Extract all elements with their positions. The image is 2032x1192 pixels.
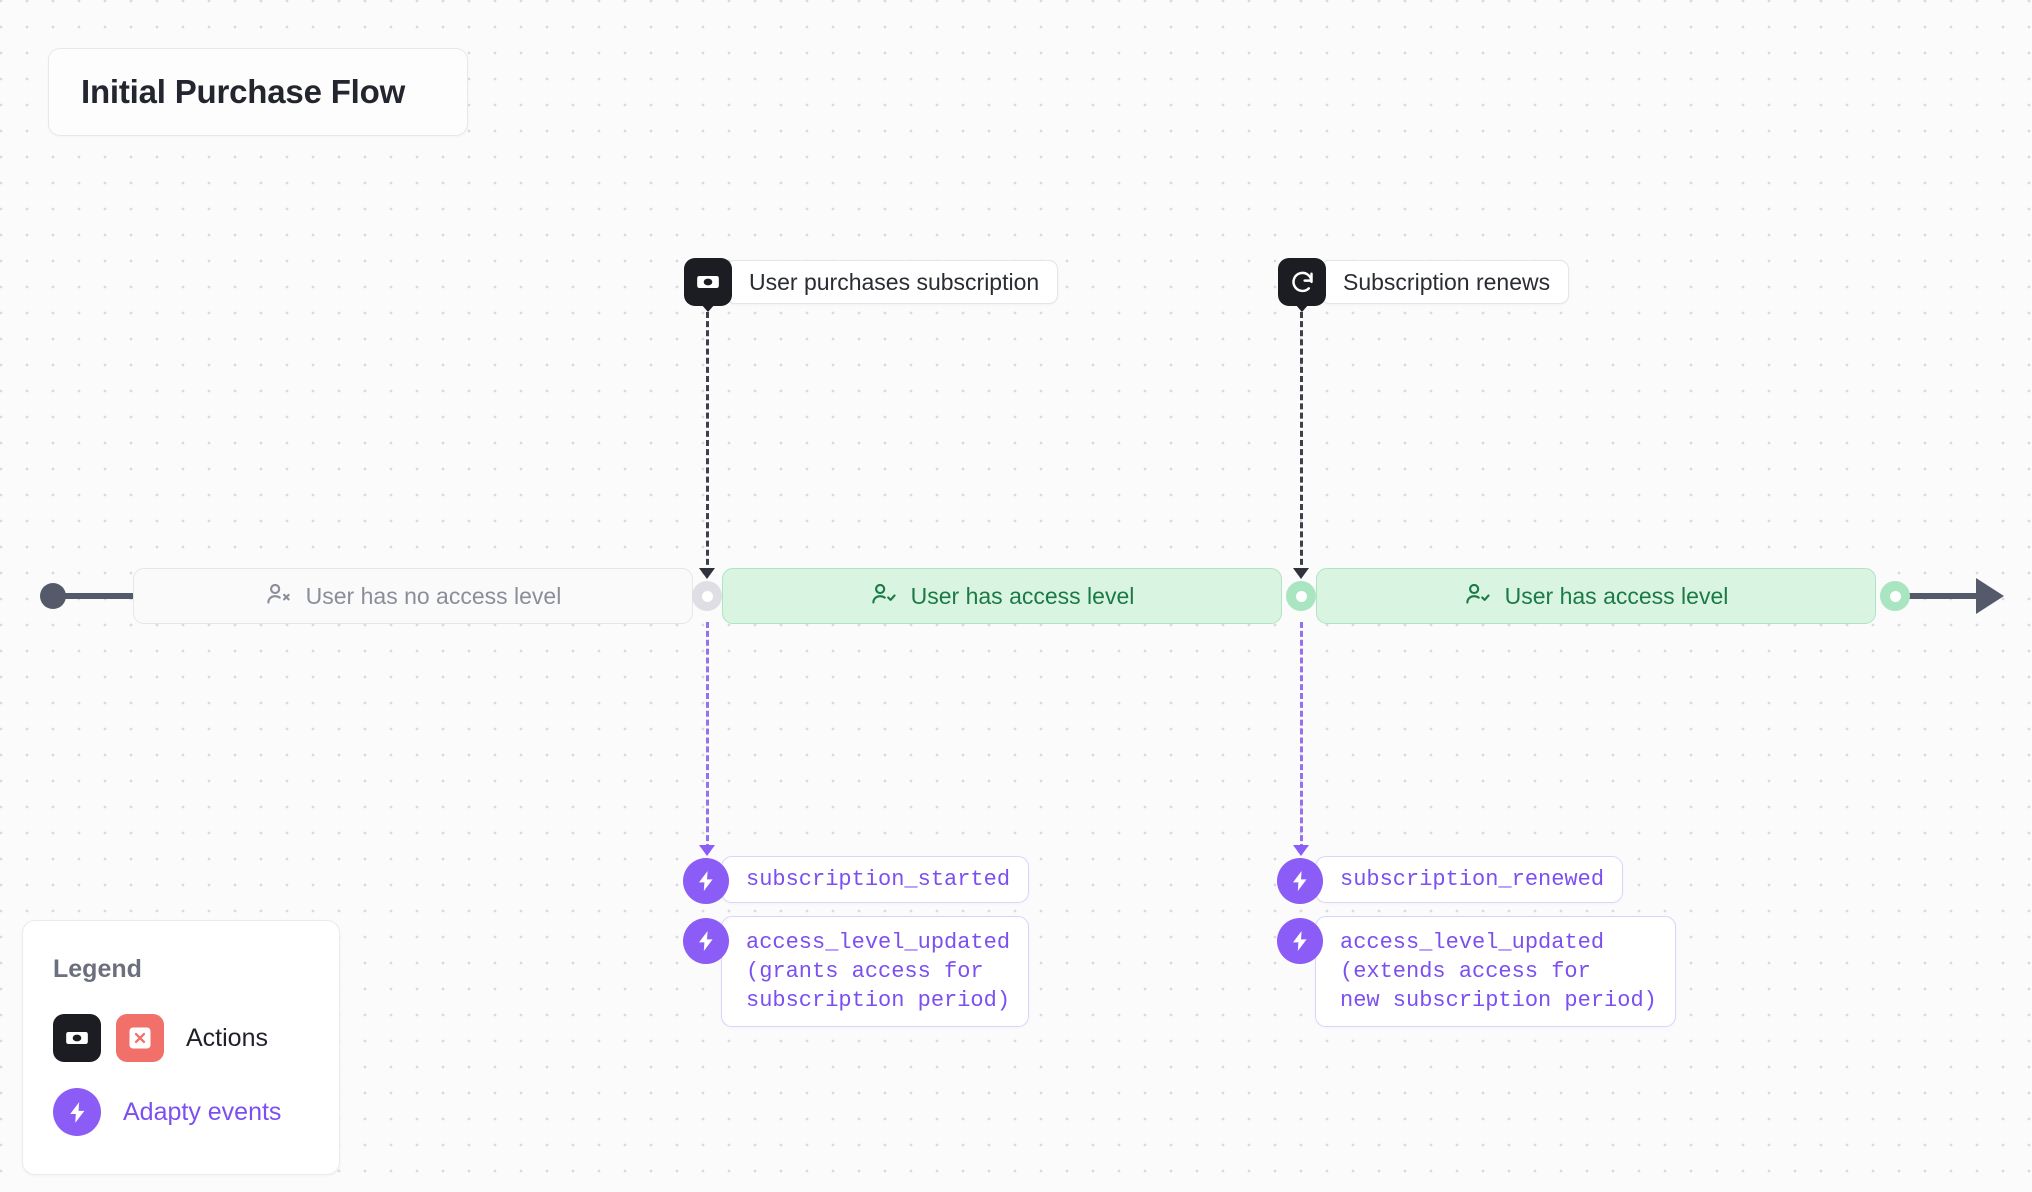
banknote-icon [53, 1014, 101, 1062]
timeline-start-line [60, 593, 140, 599]
event-label-subscription-started: subscription_started [721, 856, 1030, 904]
timeline-label-no-access: User has no access level [305, 582, 562, 609]
lightning-bolt-icon [683, 858, 729, 904]
timeline-end-arrow [1976, 578, 2004, 614]
action-label-purchase: User purchases subscription [726, 260, 1059, 304]
connector-arrow-purchase [699, 568, 715, 579]
event-label-access-level-updated-extends: access_level_updated (extends access for… [1315, 916, 1676, 1028]
action-node-renew[interactable]: Subscription renews [1278, 258, 1570, 306]
connector-purchase-to-timeline [706, 312, 709, 574]
lightning-bolt-icon [1277, 858, 1323, 904]
legend-panel: Legend Actions Adapty events [22, 920, 340, 1175]
legend-row-actions: Actions [53, 1014, 309, 1062]
timeline-segment-access-1[interactable]: User has access level [722, 568, 1282, 624]
event-label-subscription-renewed: subscription_renewed [1315, 856, 1624, 904]
event-access-level-updated-grants[interactable]: access_level_updated (grants access for … [683, 916, 1030, 1028]
legend-title: Legend [53, 955, 142, 983]
event-access-level-updated-extends[interactable]: access_level_updated (extends access for… [1277, 916, 1676, 1028]
action-label-renew: Subscription renews [1320, 260, 1570, 304]
legend-label-adapty-events: Adapty events [123, 1097, 282, 1126]
lightning-bolt-icon [1277, 918, 1323, 964]
event-label-access-level-updated-grants: access_level_updated (grants access for … [721, 916, 1030, 1028]
banknote-icon [684, 258, 732, 306]
page-title: Initial Purchase Flow [81, 73, 406, 110]
timeline-label-access-2: User has access level [1504, 582, 1729, 609]
user-check-icon [870, 580, 897, 613]
connector-renew-to-timeline [1300, 312, 1303, 574]
flow-title-card[interactable]: Initial Purchase Flow [48, 48, 468, 136]
connector-timeline-to-events-purchase [706, 622, 709, 850]
user-x-icon [265, 580, 292, 613]
x-square-icon [116, 1014, 164, 1062]
connector-arrow-renew [1293, 568, 1309, 579]
legend-row-adapty-events: Adapty events [53, 1088, 309, 1136]
refresh-icon [1278, 258, 1326, 306]
connector-arrow-events-renew [1293, 845, 1309, 856]
lightning-bolt-icon [683, 918, 729, 964]
user-check-icon [1464, 580, 1491, 613]
timeline-segment-access-2[interactable]: User has access level [1316, 568, 1876, 624]
action-node-purchase[interactable]: User purchases subscription [684, 258, 1059, 306]
timeline-segment-no-access[interactable]: User has no access level [133, 568, 693, 624]
connector-timeline-to-events-renew [1300, 622, 1303, 850]
timeline-label-access-1: User has access level [910, 582, 1135, 609]
lightning-bolt-icon [53, 1088, 101, 1136]
timeline-end-line [1904, 593, 1988, 599]
event-subscription-started[interactable]: subscription_started [683, 856, 1030, 904]
timeline-connector-ring-2[interactable] [1286, 581, 1316, 611]
legend-label-actions: Actions [186, 1023, 268, 1052]
event-subscription-renewed[interactable]: subscription_renewed [1277, 856, 1624, 904]
timeline-connector-ring-1[interactable] [692, 581, 722, 611]
timeline-connector-ring-3[interactable] [1880, 581, 1910, 611]
connector-arrow-events-purchase [699, 845, 715, 856]
